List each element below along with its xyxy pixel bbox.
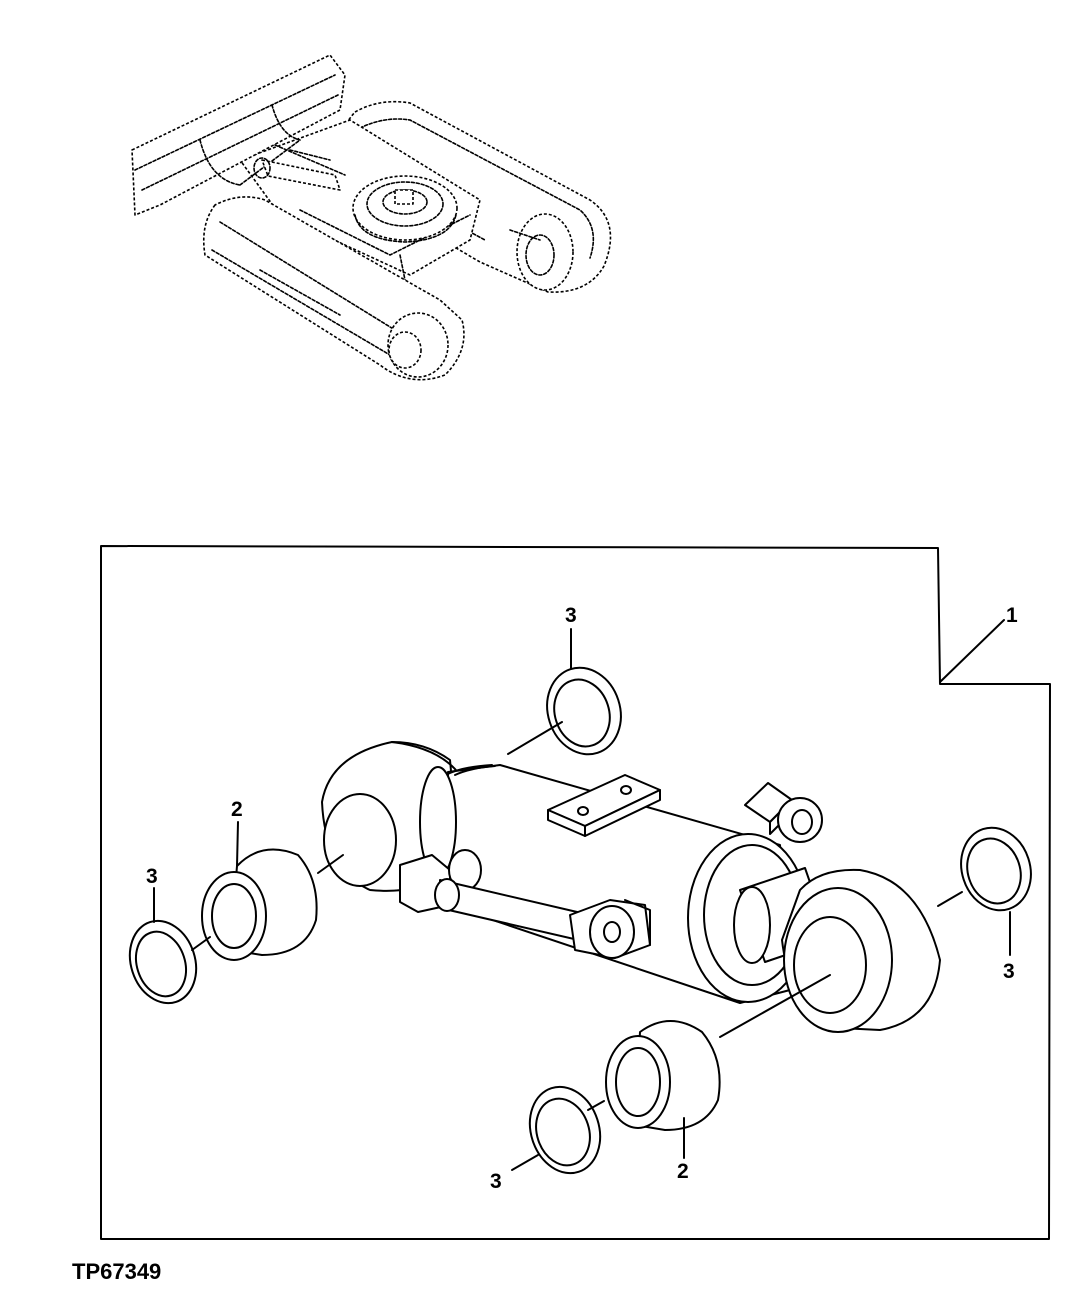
seal-left [128,919,198,1005]
mounting-plate [547,774,661,837]
blade-cylinder-assembly [321,741,941,1033]
seal-bottom [528,1085,602,1175]
dozer-blade [131,54,346,216]
callout-item-3-bottom: 3 [490,1170,502,1193]
assembly-lines [191,721,963,1111]
seal-right [960,826,1032,912]
hydraulic-tube [399,849,651,959]
callout-item-2-upper: 2 [231,798,243,821]
callout-item-3-right: 3 [1003,960,1015,983]
callout-item-1: 1 [1006,604,1018,627]
bushing-lower [605,1020,721,1131]
callout-item-3-left: 3 [146,865,158,888]
figure-id: TP67349 [72,1259,161,1284]
bushing-upper [201,848,318,961]
swing-bearing [352,175,458,243]
exploded-view-border [100,545,1051,1240]
undercarriage-locator-view [131,54,612,381]
leader-lines [153,619,1011,1171]
seal-top [546,666,622,756]
callout-item-2-lower: 2 [677,1160,689,1183]
blade-cylinder-location [253,144,346,191]
port-fitting-rear [744,782,823,843]
rod-end-eye [781,868,941,1033]
callout-item-3-top: 3 [565,604,577,627]
near-track [202,196,465,381]
